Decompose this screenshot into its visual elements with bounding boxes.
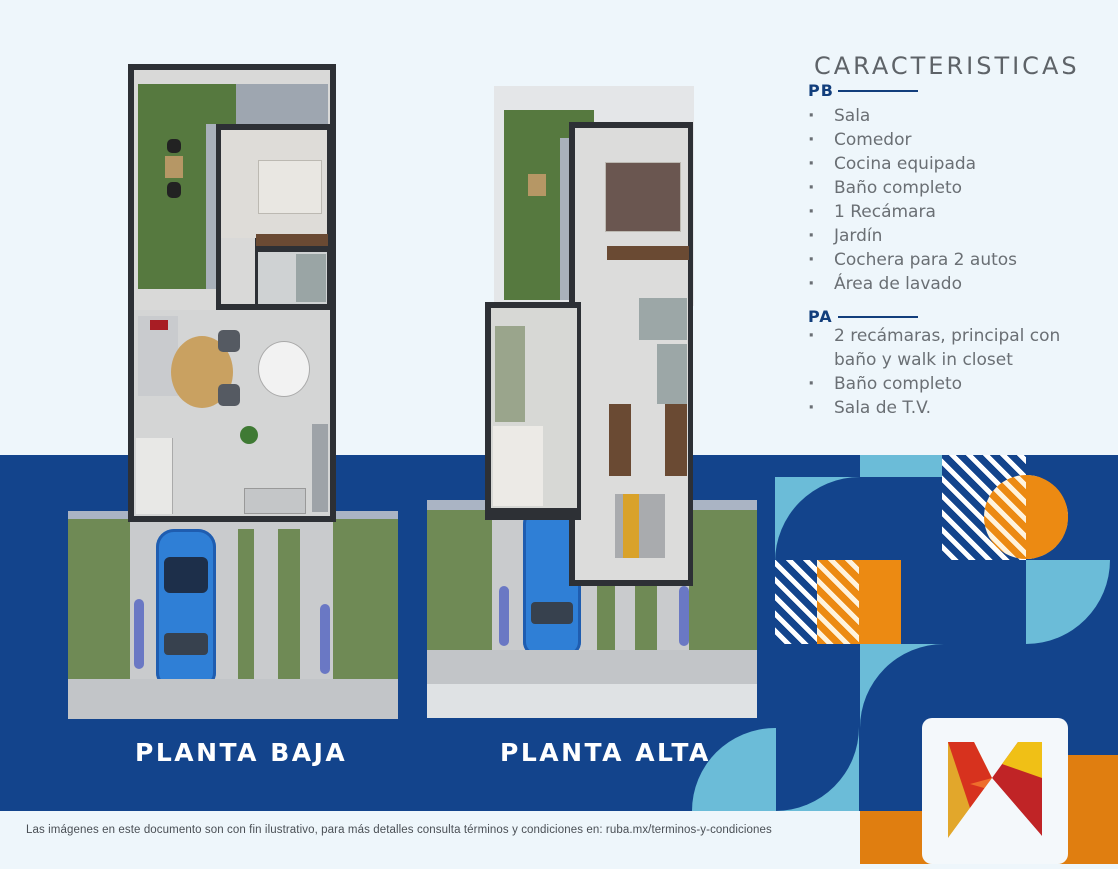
walk-in-closet <box>609 404 631 476</box>
feature-item: Cocina equipada <box>808 152 1017 176</box>
section-divider-pb <box>838 90 918 92</box>
footer <box>0 811 860 864</box>
kitchen-counter <box>312 424 328 512</box>
feature-item: 2 recámaras, principal con <box>808 324 1060 348</box>
feature-item: Baño completo <box>808 176 1017 200</box>
front-lawn-left <box>427 510 492 650</box>
kitchen-sink <box>244 488 306 514</box>
shower-1 <box>639 298 687 340</box>
section-divider-pa <box>838 316 918 318</box>
front-lawn-right <box>689 510 757 650</box>
feature-item: Jardín <box>808 224 1017 248</box>
feature-item: Comedor <box>808 128 1017 152</box>
red-pillow <box>150 320 168 330</box>
sidewalk <box>68 679 398 719</box>
ruba-logo-card <box>922 718 1068 864</box>
plant-icon <box>240 426 258 444</box>
garden-chair <box>167 182 181 198</box>
deco-stripes-orange <box>817 560 859 644</box>
section-label-pb: PB <box>808 81 834 100</box>
laundry-area <box>236 84 328 124</box>
dining-table <box>258 341 310 397</box>
plan-label-ground: PLANTA BAJA <box>135 738 348 767</box>
feature-item: Cochera para 2 autos <box>808 248 1017 272</box>
yellow-throw <box>623 494 639 558</box>
ruba-logo-icon <box>948 742 1042 838</box>
feature-item: Sala de T.V. <box>808 396 1060 420</box>
front-lawn-left <box>68 519 130 679</box>
lavender-left <box>499 586 509 646</box>
armchair <box>218 384 240 406</box>
walk-in-closet-2 <box>665 404 687 476</box>
shower <box>296 254 326 302</box>
feature-item: Sala <box>808 104 1017 128</box>
features-list-pb: Sala Comedor Cocina equipada Baño comple… <box>808 104 1017 296</box>
front-lawn-right <box>333 519 398 679</box>
upper-stairs <box>493 426 543 506</box>
features-title: CARACTERISTICAS <box>814 52 1080 80</box>
driveway-grass-2 <box>278 529 300 679</box>
lavender-left <box>134 599 144 669</box>
section-label-pa: PA <box>808 307 833 326</box>
features-list-pa: 2 recámaras, principal con baño y walk i… <box>808 324 1060 420</box>
deco-light-block <box>860 455 942 477</box>
garden-table <box>165 156 183 178</box>
upper-bed-1 <box>605 162 681 232</box>
closet-1 <box>607 246 689 260</box>
feature-item-continued: baño y walk in closet <box>834 350 1013 370</box>
terrace-table <box>528 174 546 196</box>
corridor <box>221 238 255 304</box>
car-icon <box>156 529 216 687</box>
deco-orange-half <box>1026 475 1068 559</box>
lavender-right <box>320 604 330 674</box>
deco-quarter-right <box>1026 560 1110 644</box>
deco-stripes-mid <box>775 560 817 644</box>
feature-item: 1 Recámara <box>808 200 1017 224</box>
feature-item: Área de lavado <box>808 272 1017 296</box>
bedroom-bed <box>258 160 322 214</box>
disclaimer-text: Las imágenes en este documento son con f… <box>26 824 772 836</box>
plan-label-upper: PLANTA ALTA <box>500 738 711 767</box>
lavender-right <box>679 586 689 646</box>
floor-plan-ground <box>68 64 400 720</box>
deco-orange-block <box>859 560 901 644</box>
shower-2 <box>657 344 687 404</box>
driveway-grass-1 <box>238 529 254 679</box>
tv-sofa <box>495 326 525 422</box>
garden-chair <box>167 139 181 153</box>
sidewalk-edge <box>427 684 757 718</box>
feature-item: Baño completo <box>808 372 1060 396</box>
armchair <box>218 330 240 352</box>
stairs <box>136 438 173 514</box>
floor-plan-upper <box>427 86 757 720</box>
bedroom-closet <box>256 234 328 246</box>
